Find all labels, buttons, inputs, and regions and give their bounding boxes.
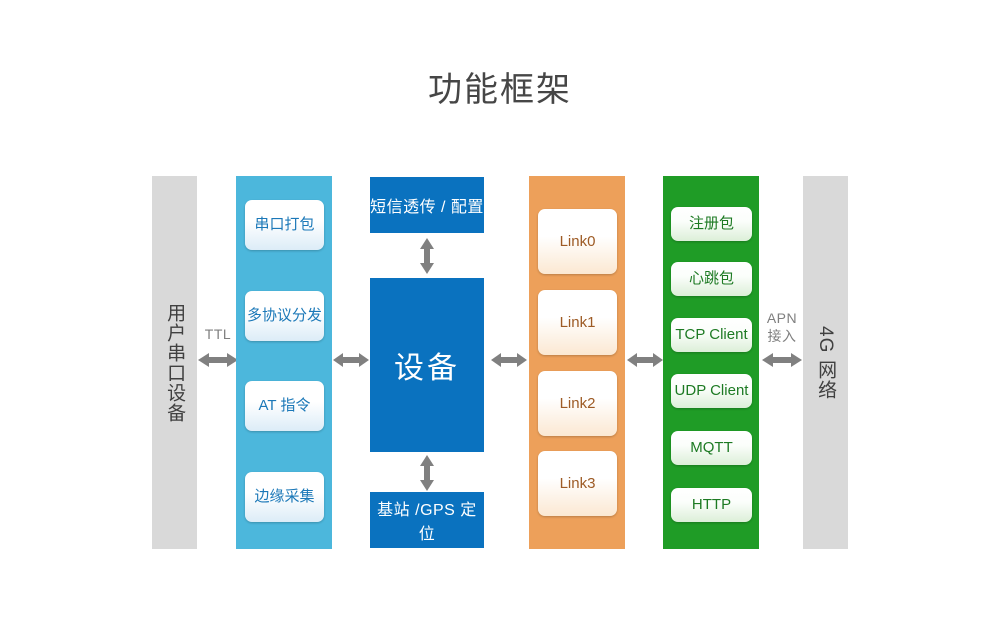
user-serial-device-column: 用户串口设备 bbox=[152, 176, 197, 549]
apn-label-line2: 接入 bbox=[767, 327, 797, 344]
link-column: Link0 Link1 Link2 Link3 bbox=[529, 176, 625, 549]
sms-device-arrow-icon bbox=[416, 238, 438, 274]
chip-link2[interactable]: Link2 bbox=[538, 371, 617, 436]
chip-edge-collection[interactable]: 边缘采集 bbox=[245, 472, 324, 522]
chip-register-packet[interactable]: 注册包 bbox=[671, 207, 752, 241]
chip-link3[interactable]: Link3 bbox=[538, 451, 617, 516]
chip-serial-packing[interactable]: 串口打包 bbox=[245, 200, 324, 250]
ttl-label: TTL bbox=[204, 326, 232, 342]
device-gps-arrow-icon bbox=[416, 455, 438, 491]
chip-mqtt[interactable]: MQTT bbox=[671, 431, 752, 465]
ttl-arrow-icon bbox=[198, 349, 238, 371]
chip-udp-client[interactable]: UDP Client bbox=[671, 374, 752, 408]
device-box[interactable]: 设备 bbox=[370, 278, 484, 452]
chip-link0[interactable]: Link0 bbox=[538, 209, 617, 274]
apn-label: APN 接入 bbox=[758, 310, 806, 345]
chip-heartbeat-packet[interactable]: 心跳包 bbox=[671, 262, 752, 296]
device-to-link-arrow-icon bbox=[491, 349, 527, 371]
apn-arrow-icon bbox=[762, 349, 802, 371]
apn-label-line1: APN bbox=[766, 310, 798, 326]
serial-to-device-arrow-icon bbox=[333, 349, 369, 371]
chip-multi-protocol[interactable]: 多协议分发 bbox=[245, 291, 324, 341]
sms-transparent-config-box[interactable]: 短信透传 / 配置 bbox=[370, 177, 484, 233]
link-to-protocol-arrow-icon bbox=[627, 349, 663, 371]
chip-tcp-client[interactable]: TCP Client bbox=[671, 318, 752, 352]
chip-at-command[interactable]: AT 指令 bbox=[245, 381, 324, 431]
protocol-column: 注册包 心跳包 TCP Client UDP Client MQTT HTTP bbox=[663, 176, 759, 549]
chip-http[interactable]: HTTP bbox=[671, 488, 752, 522]
network-column: 4G 网络 bbox=[803, 176, 848, 549]
chip-link1[interactable]: Link1 bbox=[538, 290, 617, 355]
page-title: 功能框架 bbox=[428, 71, 572, 109]
user-serial-device-label: 用户串口设备 bbox=[164, 302, 186, 423]
base-station-gps-box[interactable]: 基站 /GPS 定位 bbox=[370, 492, 484, 548]
serial-feature-column: 串口打包 多协议分发 AT 指令 边缘采集 bbox=[236, 176, 332, 549]
network-label: 4G 网络 bbox=[815, 325, 837, 400]
